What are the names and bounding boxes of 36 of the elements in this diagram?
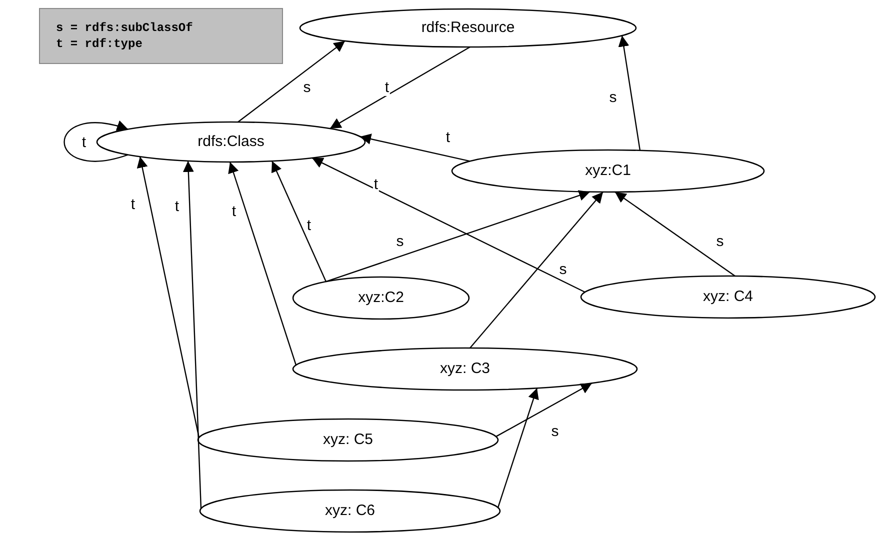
class-ellipse — [197, 418, 499, 462]
arrow — [136, 156, 200, 438]
node-label: xyz:C1 — [585, 160, 631, 181]
node-label: xyz: C3 — [440, 358, 490, 379]
class-ellipse — [299, 8, 637, 48]
class-ellipse — [292, 276, 470, 320]
node-label: xyz: C6 — [324, 500, 375, 521]
edge-label: t — [384, 80, 390, 96]
arrow — [618, 36, 641, 151]
key-entry: t = rdf:type — [56, 36, 144, 52]
class-ellipse — [96, 121, 366, 163]
arrow — [182, 160, 202, 509]
class-ellipse — [451, 149, 765, 193]
arrow — [330, 46, 470, 130]
arrow — [470, 192, 604, 348]
key-box — [39, 8, 283, 64]
key-entry: s = rdfs:subClassOf — [56, 20, 194, 36]
node-label: rdfs:Resource — [421, 18, 515, 38]
arrow — [614, 191, 736, 277]
arrow — [496, 382, 592, 438]
arrow — [238, 40, 346, 122]
class-ellipse — [580, 275, 876, 319]
node-label: rdfs:Class — [198, 132, 264, 152]
node-label: xyz:C2 — [358, 288, 404, 308]
arrow — [271, 160, 327, 282]
node-label: xyz: C5 — [322, 430, 373, 450]
edge-label: t — [372, 177, 380, 193]
arrow — [326, 190, 590, 282]
arrow — [497, 388, 539, 508]
arrow — [228, 162, 297, 366]
arrow — [312, 157, 586, 293]
class-ellipse — [292, 347, 638, 391]
node-label: xyz: C4 — [702, 286, 753, 307]
class-ellipse — [199, 489, 501, 533]
arrow — [360, 134, 470, 162]
self-loop-arrow — [64, 121, 128, 162]
